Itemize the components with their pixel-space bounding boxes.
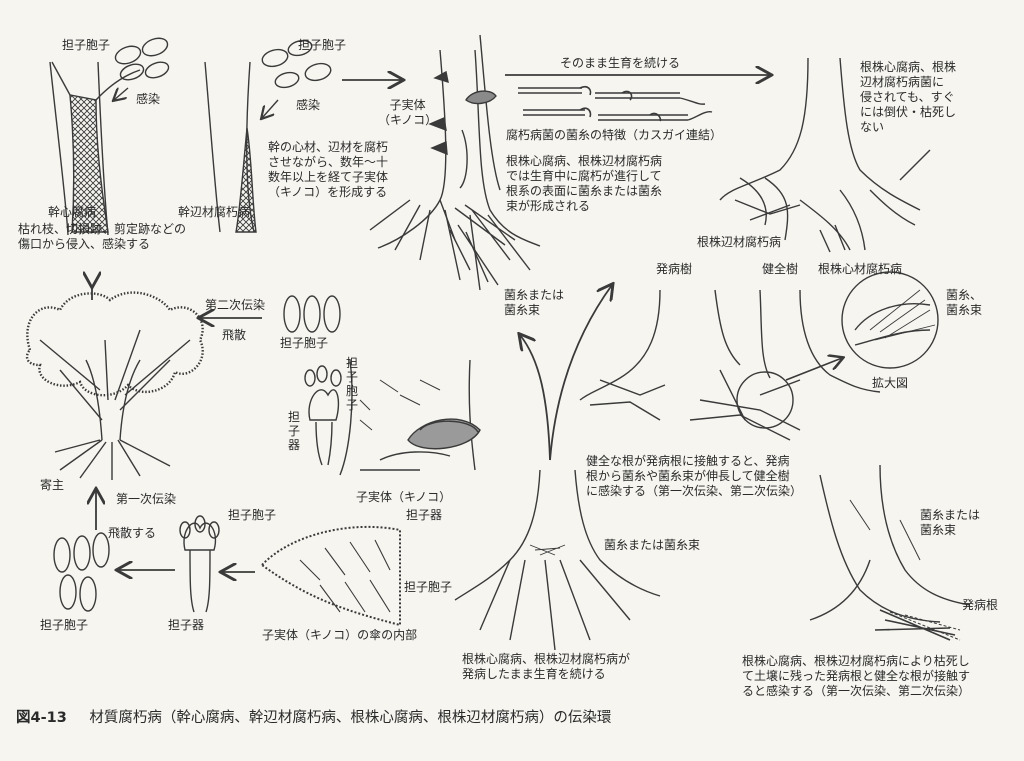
fruiting-body-on-trunk: [339, 359, 481, 476]
label-death-desc: 根株心腐病、根株辺材腐朽病により枯死し て土壌に残った発病根と健全な根が接触す …: [742, 654, 971, 698]
trunk-heart-rot-illustration: [49, 37, 170, 236]
label-root-sapwood-rot: 根株辺材腐朽病: [697, 235, 782, 249]
label-infection-route: 枯れ枝、切損跡、剪定跡などの 傷口から侵入、感染する: [18, 222, 187, 251]
label-fruiting-explain: 幹の心材、辺材を腐朽 させながら、数年〜十 数年以上を経て子実体 （キノコ）を形…: [268, 140, 389, 199]
label-basidiospore-vertical: 担 子 胞 子: [346, 356, 359, 412]
label-hyphae-or-bundle-center: 菌糸または 菌糸束: [504, 288, 565, 317]
root-rot-tree-top-right: [719, 57, 931, 253]
diseased-tree-continuing: [454, 469, 661, 651]
label-primary-spread: 第一次伝染: [116, 492, 177, 506]
label-cap-interior: 子実体（キノコ）の傘の内部: [262, 628, 418, 642]
label-contact-desc: 健全な根が発病根に接触すると、発病 根から菌糸や菌糸束が伸長して健全樹 に感染す…: [586, 454, 803, 498]
label-host: 寄主: [40, 478, 65, 492]
label-magnified-view: 拡大図: [872, 376, 909, 390]
label-basidiospore-top-mid: 担子胞子: [298, 38, 347, 52]
spore-cluster-bottom: [53, 532, 110, 612]
branch-arrows: [520, 285, 612, 461]
label-not-immediately: 根株心腐病、根株 辺材腐朽病菌に 侵されても、すぐ には倒伏・枯死し ない: [860, 60, 957, 134]
clamp-connection-illustration: [518, 85, 713, 122]
label-disperse-verb: 飛散する: [108, 526, 157, 540]
label-basidiospore-top-left: 担子胞子: [62, 38, 111, 52]
cap-interior-illustration: [260, 525, 401, 627]
label-root-rot-desc: 根株心腐病、根株辺材腐朽病 では生育中に腐朽が進行して 根系の表面に菌糸または菌…: [506, 154, 663, 213]
label-basidiospore-cap: 担子胞子: [404, 580, 453, 594]
label-continue-while-diseased: 根株心腐病、根株辺材腐朽病が 発病したまま生育を続ける: [462, 652, 631, 681]
label-fruiting-body-kinoko: 子実体 （キノコ）: [378, 98, 438, 127]
label-healthy-tree: 健全樹: [762, 262, 799, 276]
label-secondary-spread: 第二次伝染: [205, 298, 266, 312]
label-root-heart-rot: 根株心材腐朽病: [818, 262, 903, 276]
label-diseased-root: 発病根: [962, 598, 999, 612]
host-tree-illustration: [25, 286, 204, 480]
label-hyphae-bundle-magnified: 菌糸、 菌糸束: [946, 288, 983, 317]
figure-caption: 図4-13 材質腐朽病（幹心腐病、幹辺材腐朽病、根株心腐病、根株辺材腐朽病）の伝…: [16, 706, 611, 727]
spore-cluster-middle: [283, 295, 341, 333]
label-hyphae-or-bundle-bottom-right: 菌糸または 菌糸束: [920, 508, 981, 537]
diseased-and-healthy-trees: [579, 271, 939, 441]
label-basidium-bottom: 担子器: [168, 618, 205, 632]
label-basidium-cap: 担子器: [406, 508, 443, 522]
figure-title: 材質腐朽病（幹心腐病、幹辺材腐朽病、根株心腐病、根株辺材腐朽病）の伝染環: [89, 710, 612, 726]
label-basidium-vertical: 担 子 器: [288, 410, 301, 452]
trunk-sapwood-rot-illustration: [204, 39, 402, 233]
label-trunk-heart-rot: 幹心腐病: [48, 205, 97, 219]
label-infection-top-left: 感染: [136, 92, 161, 106]
label-dispersal: 飛散: [222, 328, 247, 342]
label-diseased-tree: 発病樹: [656, 262, 693, 276]
label-basidiospore-middle: 担子胞子: [280, 336, 329, 350]
label-infection-top-mid: 感染: [296, 98, 321, 112]
dead-tree-root-contact: [809, 464, 971, 641]
basidium-small: [304, 365, 342, 466]
label-clamp-connection: 腐朽病菌の菌糸の特徴（カスガイ連結）: [506, 128, 723, 142]
decaying-tree-with-roots: [369, 34, 541, 291]
label-hyphae-or-bundle-inline: 菌糸または菌糸束: [604, 538, 701, 552]
label-continue-growth: そのまま生育を続ける: [560, 56, 681, 70]
label-basidiospore-bottom-left: 担子胞子: [40, 618, 89, 632]
label-fruiting-body-inline: 子実体（キノコ）: [356, 490, 452, 504]
figure-number: 図4-13: [16, 710, 67, 726]
label-trunk-sapwood-rot: 幹辺材腐朽病: [178, 205, 251, 219]
label-basidiospore-bottom-mid: 担子胞子: [228, 508, 277, 522]
basidium-large: [179, 515, 220, 613]
